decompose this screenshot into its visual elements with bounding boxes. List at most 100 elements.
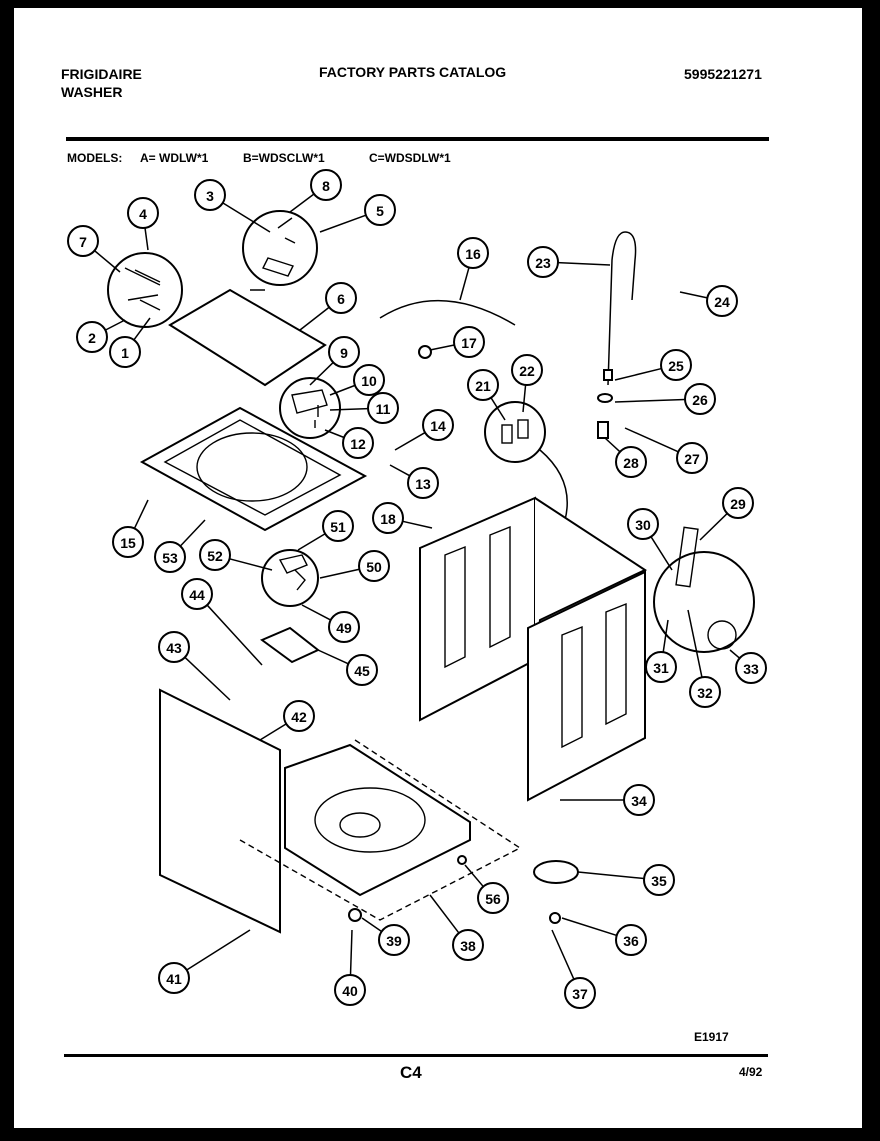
callout-number: 15 [120,535,136,551]
drain-hose [607,231,637,386]
switch-assembly-detail-circle [653,551,755,653]
callout-circle [334,974,366,1006]
callout-circle [181,578,213,610]
callout-number: 41 [166,971,182,987]
callout-12: 12 [324,427,374,459]
callout-number: 30 [635,517,651,533]
callout-circle [467,369,499,401]
callout-leader [329,384,356,396]
callout-leader [94,250,121,273]
callout-leader [297,533,326,551]
callout-circle [158,631,190,663]
callout-circle [325,282,357,314]
callout-circle [76,321,108,353]
models-label: MODELS: [67,151,123,165]
callout-circle [511,354,543,386]
callout-number: 27 [684,451,700,467]
callout-number: 10 [361,373,377,389]
callout-circle [328,611,360,643]
callout-leader [329,407,369,411]
callout-leader [144,227,149,251]
callout-circle [346,654,378,686]
callout-39: 39 [361,917,410,956]
callout-leader [104,319,126,331]
callout-circle [310,169,342,201]
callout-circle [684,383,716,415]
callout-leader [309,361,334,386]
callout-circle [735,652,767,684]
callout-number: 13 [415,476,431,492]
callout-number: 35 [651,873,667,889]
callout-circle [452,929,484,961]
callout-leader [699,512,728,541]
callout-circle [342,427,374,459]
callout-circle [645,651,677,683]
callout-34: 34 [560,784,655,816]
model-b: B=WDSCLW*1 [243,151,325,165]
lid-arm-part [291,389,328,428]
callout-number: 51 [330,519,346,535]
callout-circle [676,442,708,474]
callout-leader [561,917,617,937]
callout-40: 40 [334,929,366,1006]
callout-31: 31 [645,619,677,683]
callout-leader [729,649,741,659]
callout-circle [407,467,439,499]
callout-circle [322,510,354,542]
callout-number: 1 [121,345,129,361]
callout-leader [624,427,679,453]
callout-circle [199,539,231,571]
callout-8: 8 [289,169,342,213]
callout-leader [394,431,426,451]
catalog-title: FACTORY PARTS CATALOG [319,64,507,80]
callout-leader [557,261,611,266]
callout-number: 7 [79,234,87,250]
callout-18: 18 [372,502,433,534]
header-rule [66,137,769,141]
valve-detail-circle [484,401,546,463]
callout-32: 32 [687,609,721,708]
callout-number: 28 [623,455,639,471]
callout-36: 36 [561,917,647,956]
callout-number: 26 [692,392,708,408]
callout-41: 41 [158,929,251,994]
callout-number: 14 [430,418,446,434]
callout-circle [364,194,396,226]
front-service-panel [159,688,281,934]
callout-leader [679,291,708,299]
callout-17: 17 [429,326,485,358]
callout-44: 44 [181,578,263,666]
callout-number: 37 [572,986,588,1002]
callout-circle [367,392,399,424]
callout-number: 5 [376,203,384,219]
callout-circle [643,864,675,896]
callout-33: 33 [729,649,767,684]
callout-52: 52 [199,539,273,571]
callout-23: 23 [527,246,611,278]
callout-circle [689,676,721,708]
callout-leader [349,929,353,976]
callout-15: 15 [112,499,149,558]
switch-part [262,217,296,277]
catalog-page: FRIGIDAIRE WASHER FACTORY PARTS CATALOG … [14,8,862,1128]
callout-37: 37 [551,929,596,1009]
callout-circle [67,225,99,257]
callout-circle [615,446,647,478]
brand-name: FRIGIDAIRE [61,66,142,82]
callout-51: 51 [297,510,354,551]
callout-leader [361,917,383,933]
callout-leader [324,429,345,439]
callout-number: 32 [697,685,713,701]
callout-circle [527,246,559,278]
callout-number: 53 [162,550,178,566]
callout-leader [459,267,470,301]
fill-hose [379,299,516,326]
callout-number: 17 [461,335,477,351]
bracket-part [278,554,308,591]
callout-leader [133,317,151,341]
lid [168,288,327,387]
callout-29: 29 [699,487,754,541]
bracket-45 [259,626,320,664]
callout-27: 27 [624,427,708,474]
